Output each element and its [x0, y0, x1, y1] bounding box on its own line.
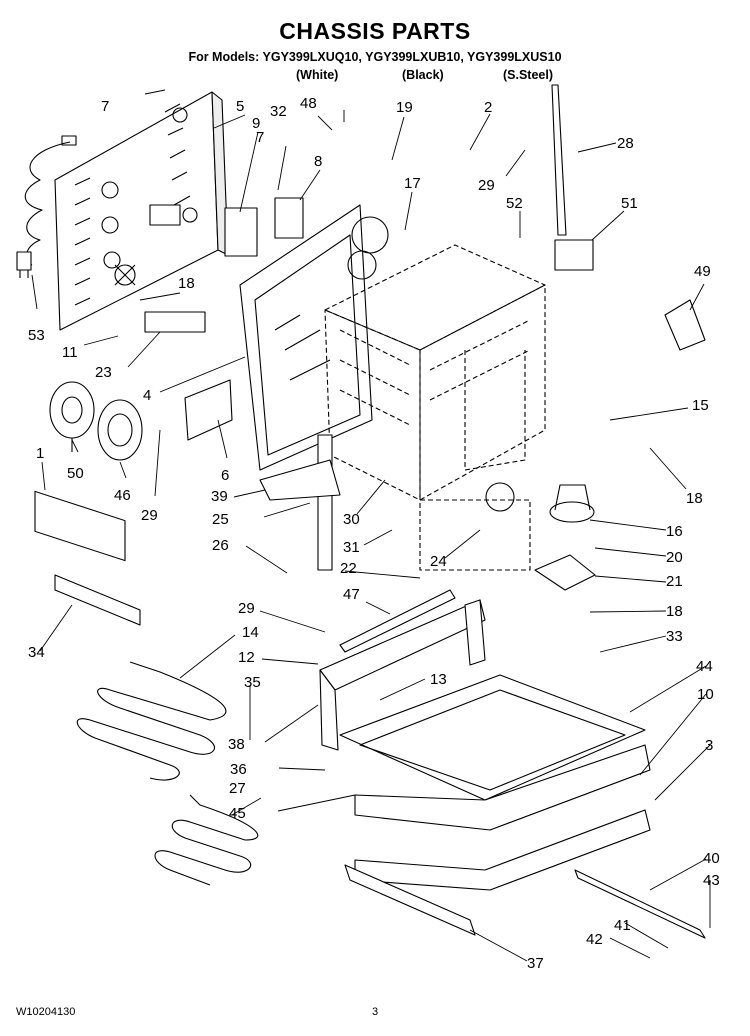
callout-23: 23 [95, 364, 112, 381]
callout-4: 4 [143, 387, 151, 404]
callout-29: 29 [238, 600, 255, 617]
callout-42: 42 [586, 931, 603, 948]
callout-35: 35 [244, 674, 261, 691]
document-id: W10204130 [16, 1006, 76, 1018]
callout-18: 18 [178, 275, 195, 292]
callout-18: 18 [666, 603, 683, 620]
callout-5: 5 [236, 98, 244, 115]
callout-16: 16 [666, 523, 683, 540]
callout-8: 8 [314, 153, 322, 170]
callout-29: 29 [478, 177, 495, 194]
callout-7: 7 [256, 129, 264, 146]
leader-lines [31, 89, 711, 962]
rail-drawing [344, 864, 706, 939]
callout-7: 7 [101, 98, 109, 115]
callout-49: 49 [694, 263, 711, 280]
broil-element-drawing [154, 794, 259, 886]
callout-48: 48 [300, 95, 317, 112]
callout-52: 52 [506, 195, 523, 212]
callout-10: 10 [697, 686, 714, 703]
small-parts-drawing [34, 84, 706, 626]
variant-white: (White) [296, 68, 339, 82]
variant-stainless: (S.Steel) [503, 68, 554, 82]
model-list: For Models: YGY399LXUQ10, YGY399LXUB10, … [188, 50, 562, 64]
callout-2: 2 [484, 99, 492, 116]
callout-50: 50 [67, 465, 84, 482]
callout-18: 18 [686, 490, 703, 507]
callout-37: 37 [527, 955, 544, 972]
callout-9: 9 [252, 115, 260, 132]
callout-51: 51 [621, 195, 638, 212]
callout-38: 38 [228, 736, 245, 753]
callout-45: 45 [229, 805, 246, 822]
callout-47: 47 [343, 586, 360, 603]
callout-29: 29 [141, 507, 158, 524]
callout-6: 6 [221, 467, 229, 484]
callout-44: 44 [696, 658, 713, 675]
rear-panel-drawing [54, 91, 229, 331]
callout-31: 31 [343, 539, 360, 556]
callout-43: 43 [703, 872, 720, 889]
callout-17: 17 [404, 175, 421, 192]
callout-33: 33 [666, 628, 683, 645]
callout-19: 19 [396, 99, 413, 116]
callout-21: 21 [666, 573, 683, 590]
side-panel-drawing [239, 204, 389, 471]
fan-drawing [49, 381, 143, 461]
power-cord-drawing [16, 135, 77, 278]
callout-26: 26 [212, 537, 229, 554]
callout-36: 36 [230, 761, 247, 778]
callout-12: 12 [238, 649, 255, 666]
callout-1: 1 [36, 445, 44, 462]
callout-14: 14 [242, 624, 259, 641]
chassis-cavity-drawing [324, 244, 546, 571]
front-frame-drawing [319, 589, 486, 751]
variant-black: (Black) [402, 68, 444, 82]
callout-32: 32 [270, 103, 287, 120]
callout-46: 46 [114, 487, 131, 504]
page-title: CHASSIS PARTS [279, 18, 471, 44]
callout-39: 39 [211, 488, 228, 505]
callout-22: 22 [340, 560, 357, 577]
callout-53: 53 [28, 327, 45, 344]
callout-25: 25 [212, 511, 229, 528]
callout-34: 34 [28, 644, 45, 661]
callout-27: 27 [229, 780, 246, 797]
callout-40: 40 [703, 850, 720, 867]
callout-15: 15 [692, 397, 709, 414]
bottom-tray-drawing [339, 674, 651, 891]
callout-13: 13 [430, 671, 447, 688]
callout-28: 28 [617, 135, 634, 152]
page-number: 3 [372, 1006, 379, 1018]
callout-24: 24 [430, 553, 447, 570]
callout-41: 41 [614, 917, 631, 934]
callout-3: 3 [705, 737, 713, 754]
callout-11: 11 [62, 344, 78, 361]
callout-30: 30 [343, 511, 360, 528]
bake-element-drawing [76, 661, 227, 781]
callout-20: 20 [666, 549, 683, 566]
